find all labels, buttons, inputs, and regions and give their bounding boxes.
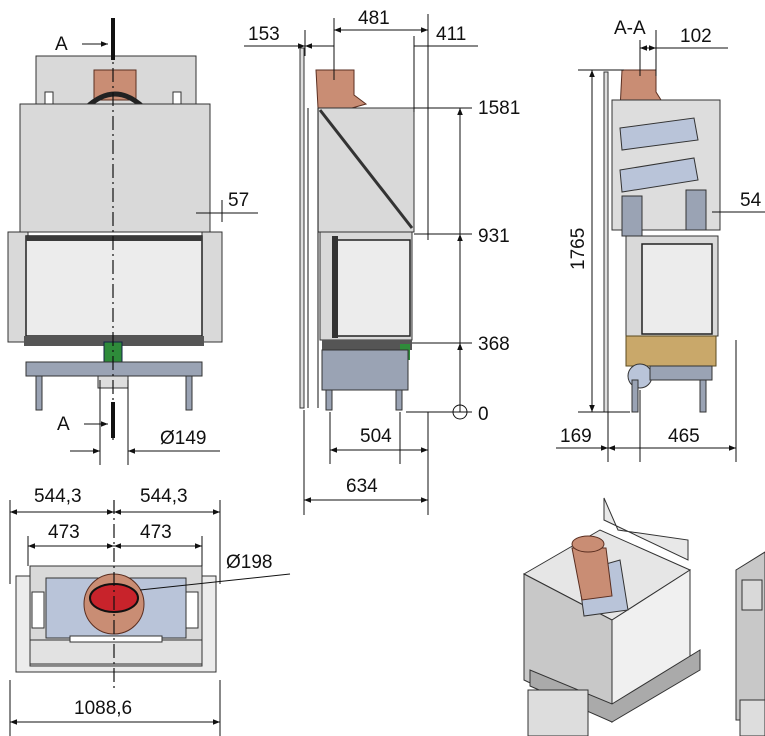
level-0: 0	[478, 404, 489, 425]
front-view: A A 57 Ø149	[7, 18, 258, 465]
dim-front-57: 57	[228, 190, 249, 211]
front-hood	[19, 103, 211, 233]
dim-side-634: 634	[346, 476, 378, 497]
dim-plan-diameter: Ø198	[226, 552, 272, 573]
dim-section-169: 169	[560, 426, 592, 447]
front-left-wing	[7, 231, 29, 343]
side-wall-plate	[299, 47, 305, 409]
plan-view: 544,3 544,3 473 473 Ø198 1088,6	[9, 486, 291, 736]
side-firebox-glass	[335, 239, 411, 337]
dim-plan-473-left: 473	[48, 522, 80, 543]
iso-view-1	[522, 497, 701, 736]
front-base-rail	[24, 336, 204, 346]
level-1581: 1581	[478, 98, 520, 119]
dim-front-diameter: Ø149	[160, 428, 206, 449]
section-marker-top: A	[55, 34, 68, 55]
dim-section-465: 465	[668, 426, 700, 447]
dim-plan-544-left: 544,3	[34, 486, 82, 507]
dim-side-411: 411	[436, 24, 466, 45]
section-view: A-A 102 1765 54 169	[556, 18, 765, 462]
dim-plan-544-right: 544,3	[140, 486, 188, 507]
front-right-wing	[201, 231, 223, 343]
section-label: A-A	[614, 18, 646, 39]
side-flue-pipe	[315, 69, 368, 109]
dim-side-504: 504	[360, 426, 392, 447]
section-firebox-base	[625, 335, 717, 367]
dim-section-102: 102	[680, 26, 712, 47]
dim-plan-473-right: 473	[140, 522, 172, 543]
side-steel-frame	[321, 349, 409, 391]
dim-side-153: 153	[248, 24, 280, 45]
dim-plan-total: 1088,6	[74, 698, 132, 719]
level-368: 368	[478, 334, 510, 355]
dim-side-481: 481	[358, 8, 390, 29]
side-view: 481 153 411 1581 931 368 0 504 634	[244, 8, 520, 515]
level-931: 931	[478, 226, 510, 247]
dim-section-1765: 1765	[568, 228, 589, 270]
iso-view-2	[735, 551, 765, 736]
section-marker-bottom: A	[57, 414, 70, 435]
front-firebox-glass	[25, 235, 203, 337]
dim-section-54: 54	[740, 190, 762, 211]
front-steel-frame	[25, 361, 203, 377]
